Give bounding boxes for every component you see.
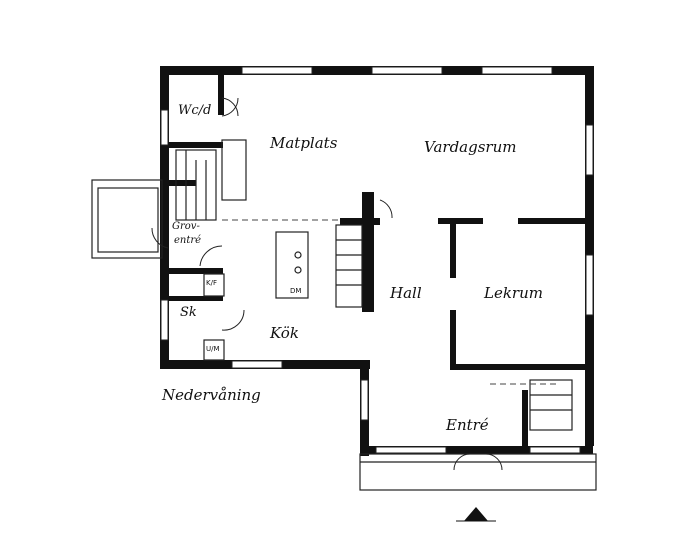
window	[529, 446, 581, 454]
wall-sk-mid	[168, 296, 223, 301]
door-swings	[151, 97, 503, 471]
interior-walls	[168, 75, 586, 446]
window	[231, 360, 283, 369]
stair-hall	[335, 224, 363, 308]
room-label-entre: Entré	[446, 416, 489, 434]
wall-entrance-bottom	[360, 446, 593, 454]
floor-name: Nedervåning	[162, 386, 261, 404]
stair-entre	[529, 379, 573, 431]
wall-grov-bottom	[168, 268, 223, 274]
window	[371, 66, 443, 75]
wall-lekrum-left-low	[450, 310, 456, 370]
room-label-lekrum: Lekrum	[484, 284, 543, 302]
window	[585, 124, 594, 176]
window	[160, 299, 169, 341]
room-label-hall: Hall	[390, 284, 422, 302]
room-label-wcd: Wc/d	[178, 103, 212, 118]
kitchen-island	[275, 231, 309, 299]
window	[360, 379, 369, 421]
room-label-grov-entre: entré	[174, 235, 202, 246]
room-label-sk: Sk	[180, 305, 197, 320]
wall-west	[160, 66, 169, 366]
wall-center-stub	[340, 218, 380, 225]
room-label-grov: Grov-	[172, 221, 200, 232]
porch	[91, 179, 163, 259]
room-label-matplats: Matplats	[270, 134, 338, 152]
wall-center-column	[362, 192, 374, 312]
beam-lines	[222, 219, 560, 385]
window	[375, 446, 447, 454]
windows	[160, 66, 594, 454]
appliance-label-kf: K/F	[206, 279, 217, 287]
wall-lekrum-left	[450, 218, 456, 278]
window	[160, 109, 169, 146]
entrance-canopy	[359, 453, 597, 491]
window	[481, 66, 553, 75]
wall-lekrum-bottom	[450, 364, 586, 370]
appliance-label-um: U/M	[206, 345, 220, 353]
counter-matplats	[221, 139, 247, 201]
um-box	[203, 339, 225, 361]
wall-lekrum-top-left	[438, 218, 483, 224]
wall-wc-right	[218, 75, 224, 115]
appliance-label-dm: DM	[290, 287, 302, 295]
wall-wc	[168, 142, 223, 148]
wall-lekrum-top-right	[518, 218, 586, 224]
fixtures	[91, 139, 597, 491]
wall-entre-inner	[522, 390, 528, 446]
window	[241, 66, 313, 75]
wall-grov-top	[168, 180, 196, 186]
room-label-kok: Kök	[270, 324, 299, 342]
kf-box	[203, 273, 225, 297]
north-marker-icon	[456, 507, 496, 522]
window	[585, 254, 594, 316]
room-label-vardagsrum: Vardagsrum	[424, 138, 517, 156]
